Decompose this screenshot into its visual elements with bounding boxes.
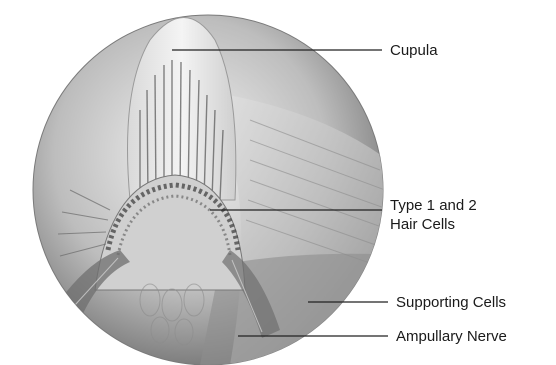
cupula-label: Cupula [390, 41, 438, 60]
supporting-cells-label: Supporting Cells [396, 293, 506, 312]
ampullary-nerve-label: Ampullary Nerve [396, 327, 507, 346]
hair-cells-label-line2: Hair Cells [390, 215, 550, 234]
hair-cells-label: Type 1 and 2 Hair Cells [390, 196, 550, 234]
hair-cells-label-line1: Type 1 and 2 [390, 196, 550, 215]
